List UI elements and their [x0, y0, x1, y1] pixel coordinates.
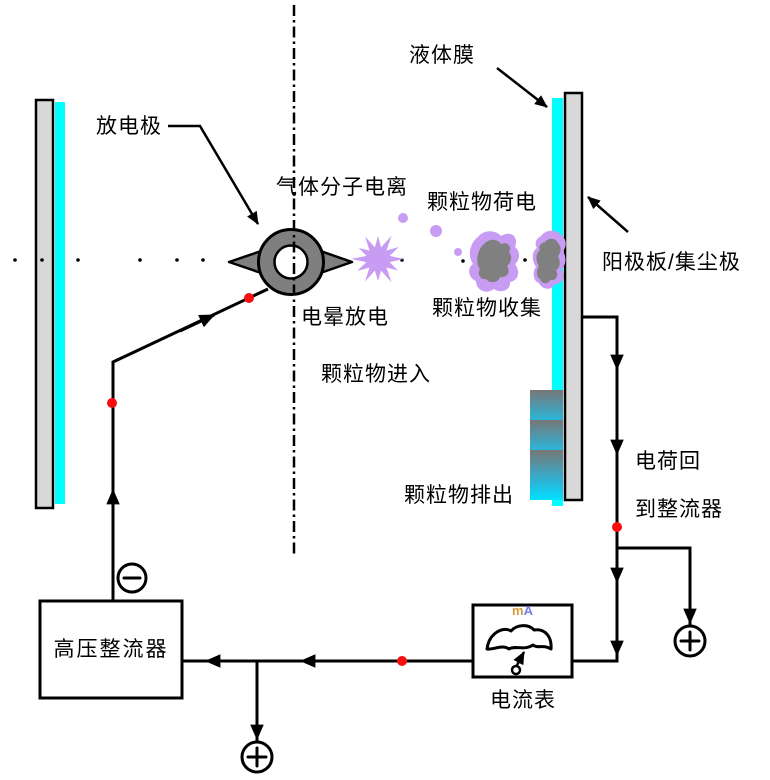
- slurry-band-1: [530, 390, 563, 420]
- leader-discharge-electrode: [168, 124, 260, 225]
- label-ammeter: 电流表: [490, 689, 556, 712]
- label-particle-discharge: 颗粒物排出: [404, 484, 514, 507]
- ammeter-unit-a: A: [523, 603, 533, 618]
- corona-burst-icon: [351, 213, 462, 283]
- slurry-discharge-bands: [530, 390, 563, 500]
- ion-dot-3: [454, 248, 462, 256]
- slurry-band-2: [530, 420, 563, 450]
- meter-needle-pivot: [510, 664, 522, 676]
- ion-dot-1: [398, 213, 408, 223]
- negative-terminal-icon: [116, 562, 148, 594]
- label-corona-discharge: 电晕放电: [301, 306, 389, 329]
- label-particle-entry: 颗粒物进入: [321, 363, 431, 386]
- label-discharge-electrode: 放电极: [96, 115, 162, 138]
- leader-anode-plate: [587, 196, 629, 233]
- ammeter-icon: [485, 624, 553, 676]
- particle-core-2: [536, 238, 561, 284]
- meter-needle: [513, 651, 526, 668]
- ion-dot-2: [430, 225, 442, 237]
- charged-particles: [469, 230, 566, 292]
- label-liquid-film: 液体膜: [409, 44, 475, 67]
- callout-leaders: [168, 67, 629, 233]
- right-liquid-film: [552, 98, 563, 506]
- junction-dot-4: [612, 522, 622, 532]
- label-charge-return-2: 到整流器: [635, 498, 723, 521]
- cathode-supply-wire: [111, 287, 269, 601]
- current-direction-arrows: [106, 313, 697, 741]
- left-electrode-plate: [34, 98, 65, 510]
- electrode-bore: [273, 244, 309, 280]
- label-particle-collection: 颗粒物收集: [432, 297, 542, 320]
- circuit-wires: [111, 287, 692, 741]
- junction-dot-3: [397, 656, 407, 666]
- discharge-electrode: [227, 228, 354, 296]
- field-dots: [13, 258, 527, 263]
- left-liquid-film: [55, 102, 65, 504]
- junction-dots: [107, 293, 622, 666]
- right-collecting-plate: [552, 91, 584, 506]
- left-plate: [34, 98, 55, 510]
- meter-arc: [485, 624, 553, 651]
- rectifier-box: [38, 599, 184, 700]
- label-hv-rectifier: 高压整流器: [53, 637, 169, 661]
- junction-dot-1: [244, 293, 254, 303]
- ammeter-unit-m: m: [512, 603, 524, 618]
- slurry-band-3: [530, 450, 563, 500]
- label-particle-charging: 颗粒物荷电: [427, 191, 537, 214]
- particle-core-1: [477, 239, 512, 283]
- label-gas-ionization: 气体分子电离: [276, 176, 408, 199]
- label-charge-return-1: 电荷回: [635, 450, 701, 473]
- ground-branch-right: [617, 546, 692, 625]
- junction-dot-2: [107, 398, 117, 408]
- anode-return-wire: [572, 315, 619, 663]
- positive-terminal-bottom-icon: [240, 740, 274, 774]
- ammeter-unit-label: mA: [473, 603, 572, 618]
- leader-liquid-film: [496, 67, 548, 108]
- arrow-to-electrode: [179, 313, 216, 333]
- positive-terminal-right-icon: [673, 624, 707, 658]
- corona-star: [351, 235, 404, 283]
- anode-plate: [563, 91, 584, 502]
- label-anode-plate: 阳极板/集尘极: [602, 251, 741, 274]
